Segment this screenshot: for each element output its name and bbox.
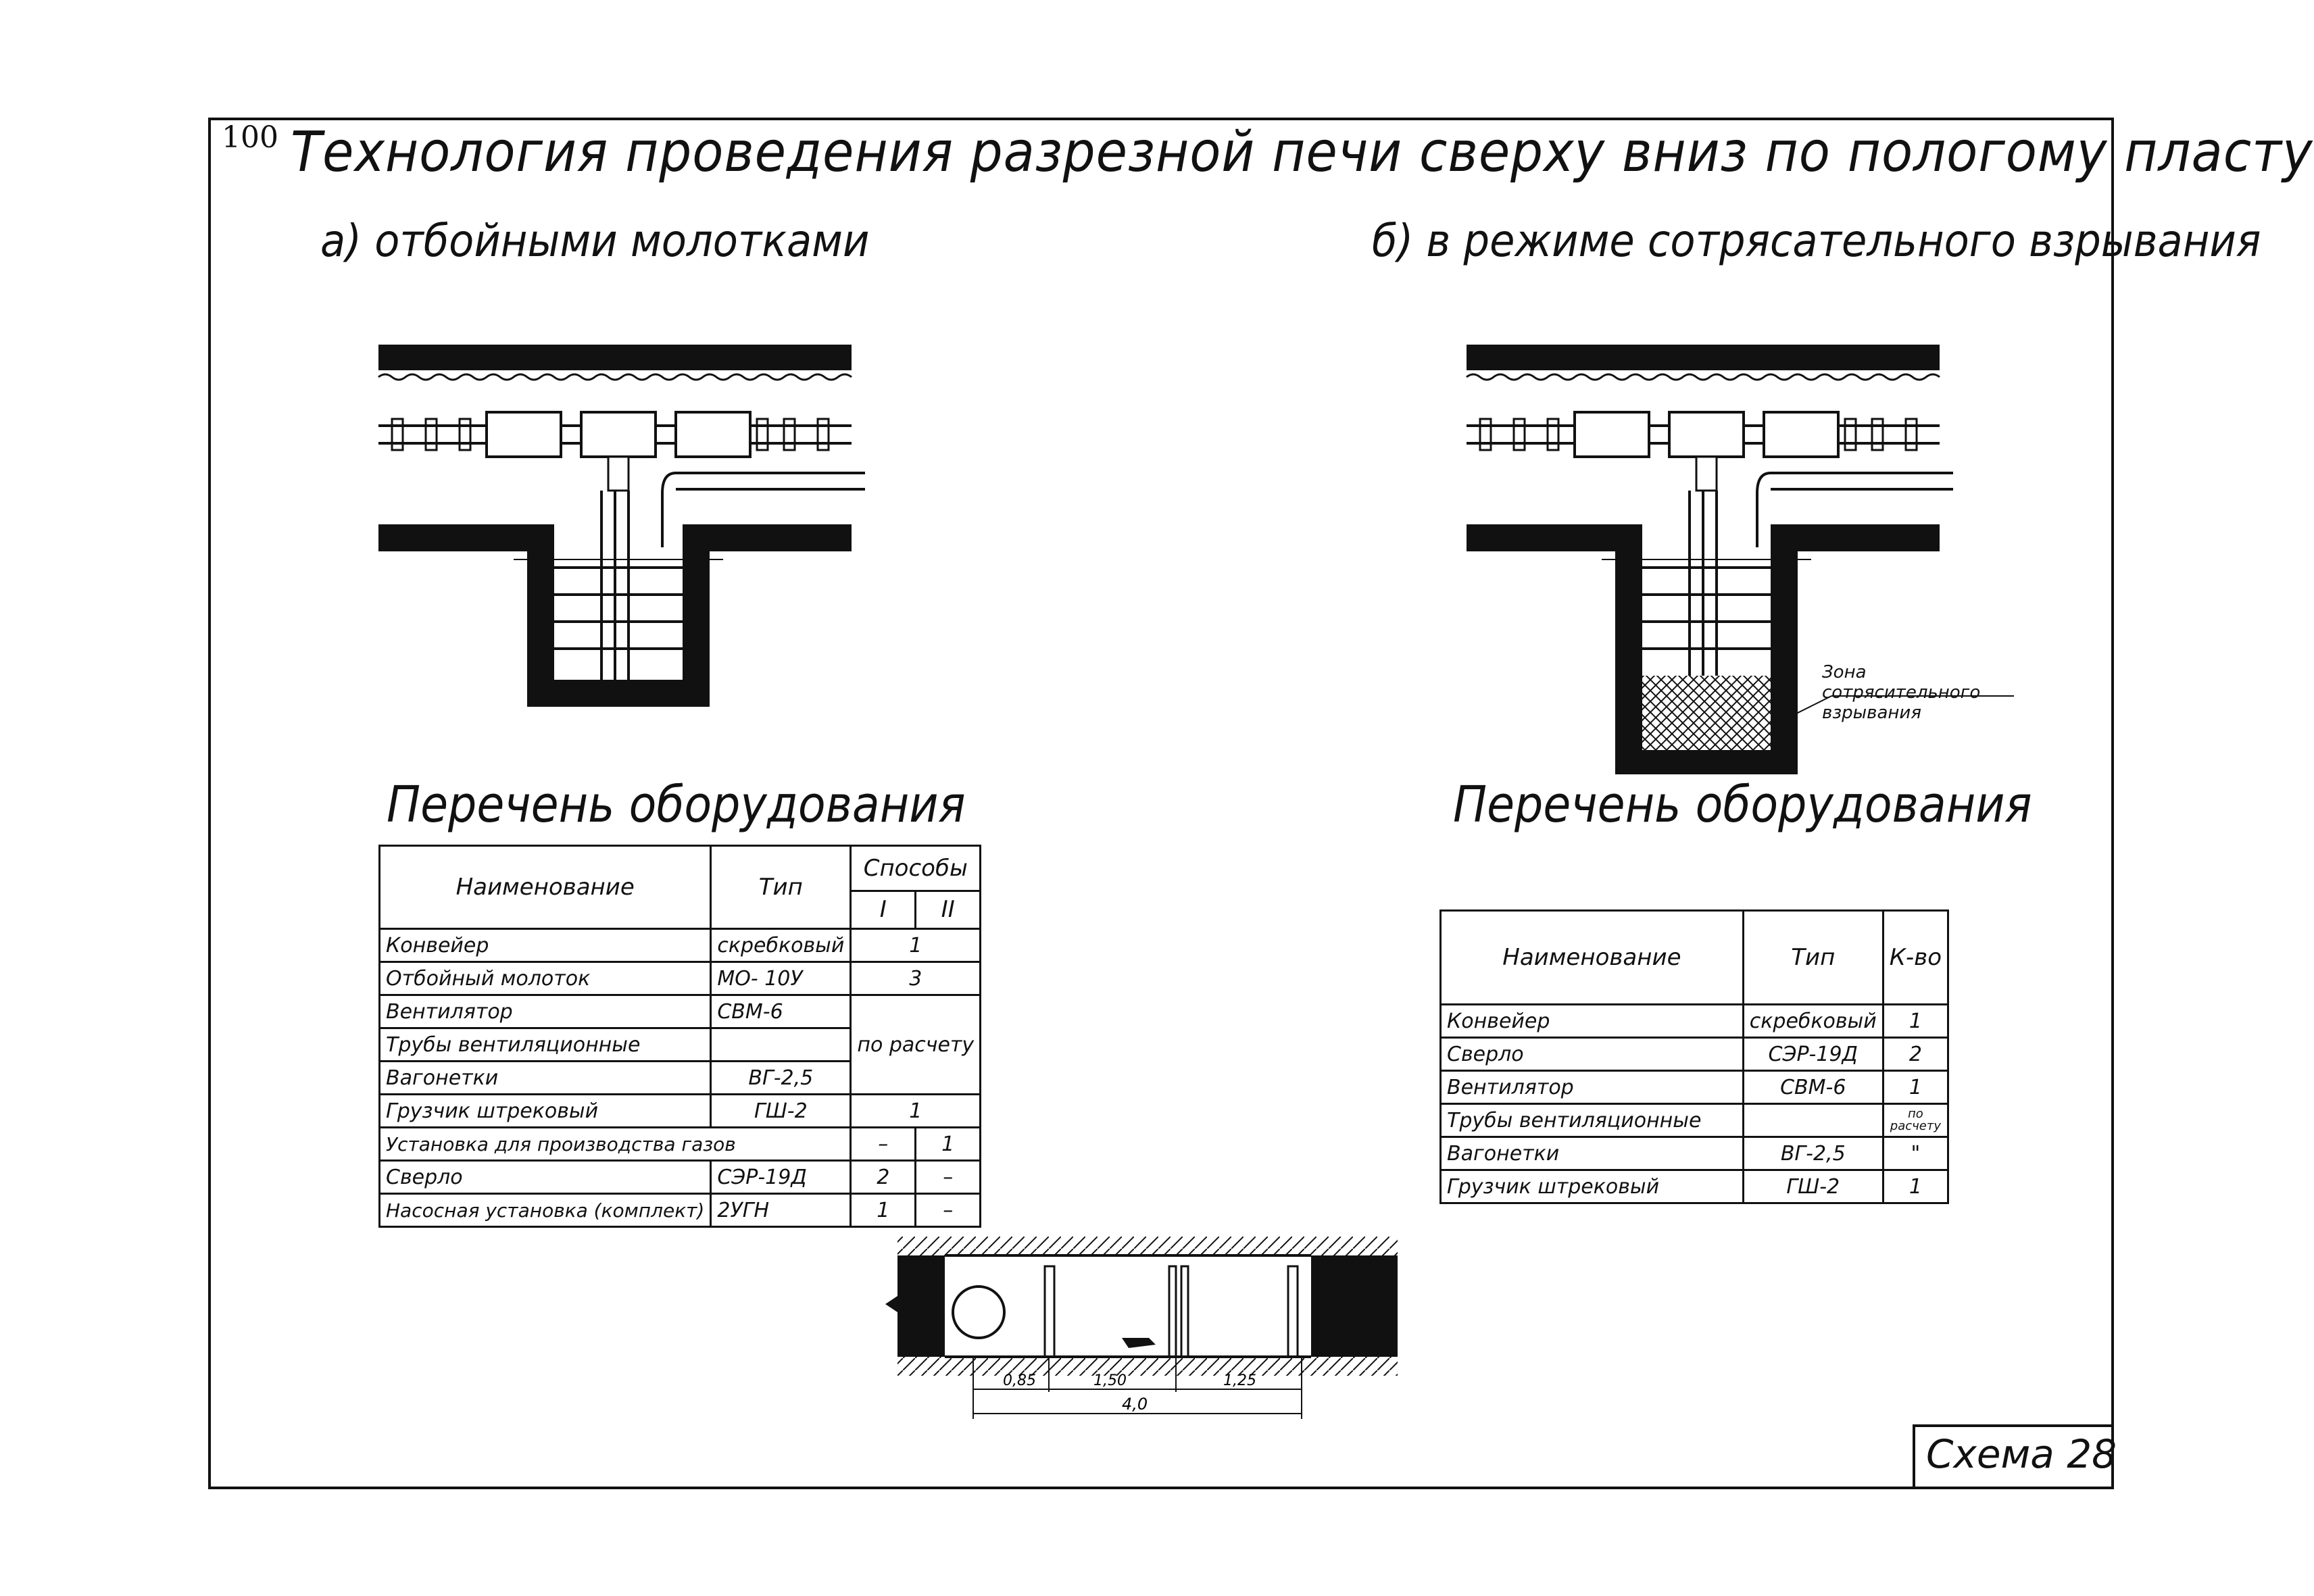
table-row: Трубы вентиляционные по расчету: [1439, 1103, 1950, 1138]
scheme-label: Схема 28: [1926, 1431, 2117, 1477]
cell-type: 2УГН: [710, 1193, 852, 1228]
table-row: Грузчик штрековый ГШ-2 1: [1439, 1169, 1950, 1204]
table-row: Отбойный молоток МО- 10У 3: [378, 961, 982, 996]
table-row: Вагонетки ВГ-2,5 ": [1439, 1136, 1950, 1171]
cell-type: [1742, 1103, 1884, 1138]
table-row: Вагонетки ВГ-2,5: [378, 1060, 981, 1095]
column-header-type: Тип: [1742, 909, 1884, 1005]
cell-method-1: 1: [850, 1193, 917, 1228]
cell-name: Вентилятор: [378, 994, 712, 1029]
column-header-name: Наименование: [1439, 909, 1744, 1005]
cell-type: СВМ-6: [710, 994, 852, 1029]
cell-name: Грузчик штрековый: [378, 1093, 712, 1128]
table-row: Установка для производства газов – 1: [378, 1126, 982, 1162]
cell-method-2: –: [914, 1193, 982, 1228]
cell-type: МО- 10У: [710, 961, 852, 996]
zone-label: Зона сотрясительного взрывания: [1822, 662, 1981, 723]
cell-type: ВГ-2,5: [1742, 1136, 1884, 1171]
cell-name: Конвейер: [1439, 1003, 1744, 1039]
dim-label-total: 4,0: [1122, 1395, 1148, 1414]
table-header-row: I II: [380, 889, 982, 930]
dim-label-3: 1,25: [1223, 1372, 1256, 1389]
cell-type: ВГ-2,5: [710, 1060, 852, 1095]
cell-name: Вагонетки: [378, 1060, 712, 1095]
equipment-table-a: Наименование Тип Способы I II Конвейер с…: [378, 845, 982, 1228]
cell-type: скребковый: [710, 928, 852, 963]
table-row: Сверло СЭР-19Д 2 –: [378, 1159, 982, 1195]
cell-type: скребковый: [1742, 1003, 1884, 1039]
page-title: Технология проведения разрезной печи све…: [291, 120, 2313, 184]
column-header-methods: Способы: [850, 845, 982, 892]
cell-name: Трубы вентиляционные: [378, 1027, 712, 1062]
dim-label-1: 0,85: [1003, 1372, 1036, 1389]
equipment-title-b: Перечень оборудования: [1453, 776, 2032, 834]
cell-qty: 1: [1881, 1169, 1950, 1204]
equipment-title-a: Перечень оборудования: [387, 776, 966, 834]
table-header-row: Наименование Тип К-во: [1439, 909, 1950, 1005]
cell-type: СЭР-19Д: [1742, 1037, 1884, 1072]
cross-section-drawing: 0,85 1,50 1,25 4,0: [885, 1237, 1398, 1419]
cell-type: СВМ-6: [1742, 1070, 1884, 1105]
cell-name: Вентилятор: [1439, 1070, 1744, 1105]
cell-method: 1: [850, 1093, 982, 1128]
table-row: Конвейер скребковый 1: [1439, 1003, 1950, 1039]
cell-name: Установка для производства газов: [378, 1126, 852, 1162]
table-row: Грузчик штрековый ГШ-2 1: [378, 1093, 982, 1128]
equipment-table-b: Наименование Тип К-во Конвейер скребковы…: [1439, 909, 1950, 1204]
table-row: Вентилятор СВМ-6 по расчету: [378, 994, 982, 1095]
plan-drawing-b: [1466, 345, 2014, 774]
cell-name: Грузчик штрековый: [1439, 1169, 1744, 1204]
cell-method-1: 2: [850, 1159, 917, 1195]
plan-drawing-a: [378, 345, 865, 707]
cell-method-2: –: [914, 1159, 982, 1195]
cell-name: Конвейер: [378, 928, 712, 963]
method-2-header: II: [914, 889, 982, 930]
column-header-qty: К-во: [1881, 909, 1950, 1005]
cell-type: СЭР-19Д: [710, 1159, 852, 1195]
cell-type: ГШ-2: [710, 1093, 852, 1128]
subtitle-b: б) в режиме сотрясательного взрывания: [1372, 215, 2261, 267]
method-1-header: I: [850, 889, 917, 930]
cell-method: 1: [850, 928, 982, 963]
drawing-sheet-border: [208, 118, 2114, 1489]
cell-qty: 1: [1881, 1003, 1950, 1039]
table-header-row: Наименование Тип Способы: [378, 845, 982, 930]
cell-type: [710, 1027, 852, 1062]
cell-qty: 2: [1881, 1037, 1950, 1072]
table-row: Конвейер скребковый 1: [378, 928, 982, 963]
table-row: Сверло СЭР-19Д 2: [1439, 1037, 1950, 1072]
table-row: Вентилятор СВМ-6 1: [1439, 1070, 1950, 1105]
column-header-type: Тип: [710, 845, 852, 930]
cell-name: Отбойный молоток: [378, 961, 712, 996]
column-header-name: Наименование: [378, 845, 712, 930]
cell-qty: 1: [1881, 1070, 1950, 1105]
dim-label-2: 1,50: [1093, 1372, 1127, 1389]
scheme-box: [1913, 1424, 2114, 1489]
cell-method-1: –: [850, 1126, 917, 1162]
cell-name: Сверло: [378, 1159, 712, 1195]
cell-qty: ": [1881, 1136, 1950, 1171]
cell-qty: по расчету: [1881, 1103, 1950, 1138]
cell-type: ГШ-2: [1742, 1169, 1884, 1204]
cell-name: Вагонетки: [1439, 1136, 1744, 1171]
table-row: Насосная установка (комплект) 2УГН 1 –: [378, 1193, 982, 1228]
subtitle-a: а) отбойными молотками: [320, 215, 870, 267]
cell-method-2: 1: [914, 1126, 982, 1162]
page-number: 100: [222, 120, 278, 155]
cell-name: Трубы вентиляционные: [1439, 1103, 1744, 1138]
cell-merged-note: по расчету: [850, 994, 982, 1095]
cell-name: Насосная установка (комплект): [378, 1193, 712, 1228]
cell-method: 3: [850, 961, 982, 996]
cell-name: Сверло: [1439, 1037, 1744, 1072]
table-row: Трубы вентиляционные: [378, 1027, 981, 1062]
